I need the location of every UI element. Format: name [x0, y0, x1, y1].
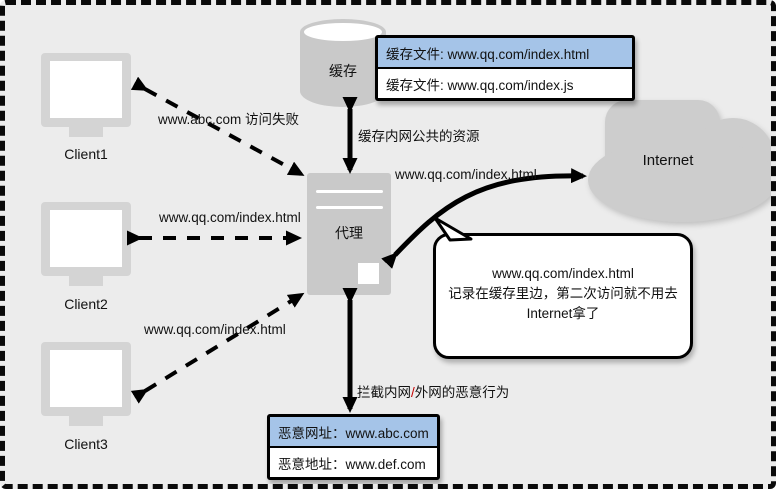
cache-file-box: 缓存文件: www.qq.com/index.html 缓存文件: www.qq…	[375, 35, 635, 101]
monitor-base	[69, 276, 103, 286]
arrow-proxy-internet	[381, 168, 587, 269]
cache-label: 缓存	[329, 63, 357, 79]
edge-label-client3: www.qq.com/index.html	[144, 322, 286, 337]
connector-layer	[127, 76, 587, 413]
internet-cloud-icon: Internet	[588, 95, 771, 222]
edge-label-client2: www.qq.com/index.html	[159, 210, 301, 225]
monitor-base	[69, 127, 103, 137]
edge-label-client1: www.abc.com 访问失败	[158, 112, 300, 127]
speech-bubble-tail	[433, 216, 473, 242]
client1-label: Client1	[64, 146, 108, 162]
speech-bubble: www.qq.com/index.html 记录在缓存里边，第二次访问就不用去 …	[433, 233, 693, 359]
monitor-base	[69, 416, 103, 426]
internet-label: Internet	[642, 152, 694, 169]
client2-computer-icon	[41, 202, 131, 286]
malicious-row: 恶意地址：www.def.com	[270, 446, 437, 477]
proxy-label: 代理	[335, 225, 363, 241]
monitor-screen	[50, 350, 122, 407]
cache-file-row: 缓存文件: www.qq.com/index.html	[378, 38, 632, 67]
client1-computer-icon	[41, 53, 131, 137]
speech-bubble-text: www.qq.com/index.html 记录在缓存里边，第二次访问就不用去 …	[448, 266, 678, 321]
malicious-row: 恶意网址：www.abc.com	[270, 417, 437, 446]
arrow-client3-proxy	[130, 292, 305, 404]
edge-label-intercept: 拦截内网/外网的恶意行为	[357, 385, 510, 400]
cache-cylinder-icon: 缓存	[300, 19, 386, 107]
cache-file-row: 缓存文件: www.qq.com/index.js	[378, 67, 632, 98]
edge-label-proxy-internet: www.qq.com/index.html	[395, 167, 537, 182]
monitor-screen	[50, 61, 122, 118]
malicious-list-box: 恶意网址：www.abc.com 恶意地址：www.def.com	[267, 414, 440, 480]
proxy-server-icon: 代理	[307, 173, 391, 295]
monitor-screen	[50, 210, 122, 267]
client3-label: Client3	[64, 436, 108, 452]
client3-computer-icon	[41, 342, 131, 426]
client2-label: Client2	[64, 296, 108, 312]
arrow-client1-proxy	[130, 76, 305, 176]
edge-label-cache-resource: 缓存内网公共的资源	[358, 129, 480, 144]
